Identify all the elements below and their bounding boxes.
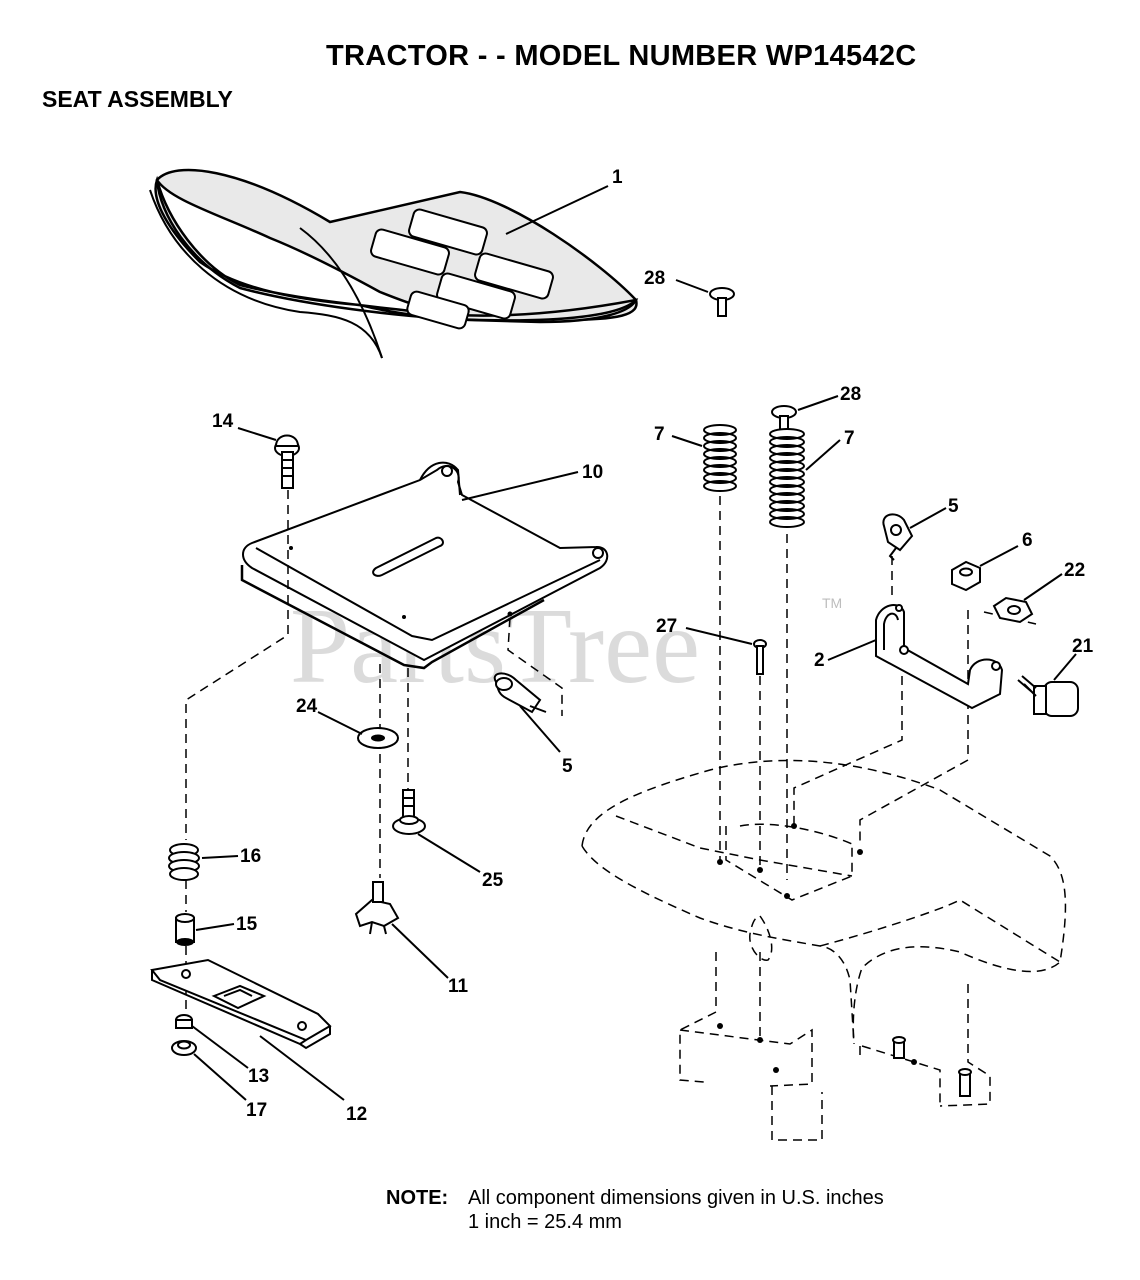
section-title: SEAT ASSEMBLY bbox=[42, 86, 233, 112]
callout-17: 17 bbox=[246, 1100, 267, 1121]
callout-25: 25 bbox=[482, 870, 504, 891]
callout-12: 12 bbox=[346, 1104, 367, 1125]
part-washer-24[interactable] bbox=[357, 727, 399, 749]
leader-6 bbox=[979, 545, 1019, 567]
dashline-bolt bbox=[185, 490, 289, 840]
part-nut-6[interactable] bbox=[951, 560, 981, 592]
leader-13 bbox=[191, 1025, 249, 1069]
leader-12 bbox=[259, 1035, 345, 1101]
part-seat[interactable] bbox=[149, 168, 639, 359]
leader-27 bbox=[685, 627, 753, 645]
part-spring-7-right[interactable] bbox=[769, 428, 805, 528]
leader-7-left bbox=[671, 435, 703, 447]
callout-28-right: 28 bbox=[840, 384, 861, 405]
dashline-nut bbox=[983, 611, 1037, 625]
leader-7-right bbox=[805, 439, 841, 471]
leader-16 bbox=[201, 855, 239, 859]
callout-11: 11 bbox=[448, 976, 469, 997]
leader-22 bbox=[1023, 573, 1063, 601]
leader-14 bbox=[237, 427, 277, 441]
callout-7-left: 7 bbox=[654, 424, 665, 445]
tractor-frame-reference bbox=[581, 759, 1067, 1141]
part-clip-5-right[interactable] bbox=[882, 513, 914, 561]
note-line-2: 1 inch = 25.4 mm bbox=[468, 1211, 622, 1233]
leader-10 bbox=[461, 471, 579, 501]
diagram-title: TRACTOR - - MODEL NUMBER WP14542C bbox=[326, 40, 917, 72]
leader-24 bbox=[317, 711, 363, 735]
callout-5-left: 5 bbox=[562, 756, 573, 777]
part-knob-11[interactable] bbox=[354, 881, 400, 935]
part-spring-16[interactable] bbox=[168, 843, 200, 881]
part-locknut-22[interactable] bbox=[992, 596, 1034, 624]
callout-1: 1 bbox=[612, 167, 623, 188]
leader-11 bbox=[391, 923, 449, 979]
part-switch-21[interactable] bbox=[1017, 675, 1079, 717]
part-screw-28-left[interactable] bbox=[709, 287, 735, 317]
callout-21: 21 bbox=[1072, 636, 1094, 657]
part-shoulder-bolt-25[interactable] bbox=[392, 789, 426, 835]
part-bracket-2[interactable] bbox=[875, 604, 1004, 710]
callout-10: 10 bbox=[582, 462, 603, 483]
leader-5-left bbox=[519, 705, 561, 753]
part-switch-clip-5-left[interactable] bbox=[493, 672, 547, 714]
callout-14: 14 bbox=[212, 411, 234, 432]
leader-28-left bbox=[675, 279, 709, 293]
part-carriage-bolt-14[interactable] bbox=[274, 434, 300, 489]
part-screw-27[interactable] bbox=[753, 639, 767, 675]
leader-1 bbox=[505, 185, 609, 235]
leader-5-right bbox=[909, 507, 947, 529]
leader-2 bbox=[827, 639, 877, 661]
leader-17 bbox=[193, 1053, 247, 1101]
leader-21 bbox=[1053, 653, 1077, 681]
callout-2: 2 bbox=[814, 650, 825, 671]
part-nut-13[interactable] bbox=[175, 1014, 193, 1029]
callout-13: 13 bbox=[248, 1066, 269, 1087]
leader-15 bbox=[195, 923, 235, 931]
watermark-trademark: TM bbox=[822, 595, 842, 611]
callout-6: 6 bbox=[1022, 530, 1033, 551]
leader-28-right bbox=[797, 395, 839, 411]
callout-22: 22 bbox=[1064, 560, 1085, 581]
dimension-note: NOTE: All component dimensions given in U… bbox=[386, 1186, 884, 1234]
callout-15: 15 bbox=[236, 914, 258, 935]
part-spacer-15[interactable] bbox=[175, 913, 195, 946]
leader-25 bbox=[417, 833, 481, 873]
note-line-1: All component dimensions given in U.S. i… bbox=[468, 1187, 884, 1209]
callout-24: 24 bbox=[296, 696, 318, 717]
dashline-bracket-left bbox=[793, 676, 903, 826]
callout-28-left: 28 bbox=[644, 268, 665, 289]
part-spring-7-left[interactable] bbox=[703, 424, 737, 492]
callout-27: 27 bbox=[656, 616, 677, 637]
callout-16: 16 bbox=[240, 846, 261, 867]
part-washer-17[interactable] bbox=[171, 1040, 197, 1056]
seat-pad-grid bbox=[370, 208, 554, 330]
dashline-switch bbox=[507, 617, 563, 716]
callout-7-right: 7 bbox=[844, 428, 855, 449]
part-seat-pan-10[interactable] bbox=[240, 461, 609, 670]
part-frame-bolts[interactable] bbox=[892, 1036, 972, 1097]
part-slide-bracket-12[interactable] bbox=[150, 958, 332, 1050]
callout-5-right: 5 bbox=[948, 496, 959, 517]
note-label: NOTE: bbox=[386, 1187, 449, 1209]
